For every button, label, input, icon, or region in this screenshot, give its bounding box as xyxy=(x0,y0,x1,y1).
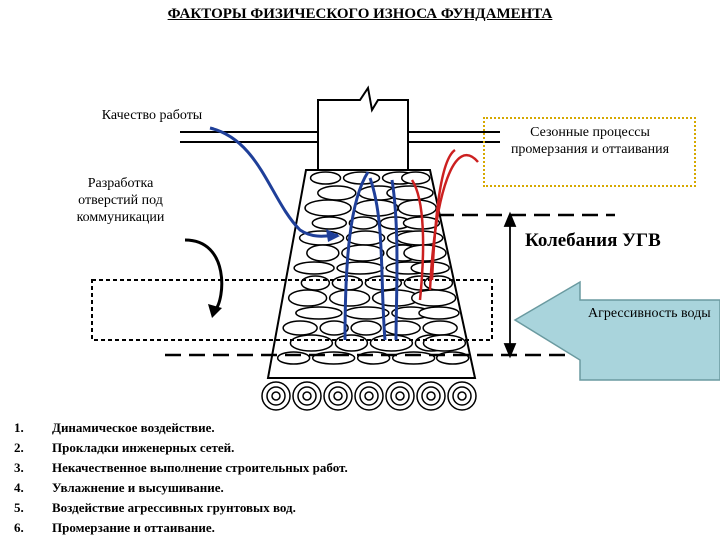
red-arrows xyxy=(410,148,479,301)
seasonal-box xyxy=(483,117,696,187)
stone xyxy=(328,289,371,307)
blue-arrows xyxy=(209,126,399,341)
stone xyxy=(383,320,421,336)
stone xyxy=(282,320,318,336)
stone xyxy=(334,334,369,352)
stone xyxy=(287,289,328,307)
openings-label: Разработка отверстий под коммуникации xyxy=(76,176,165,225)
stone xyxy=(289,334,334,352)
pile xyxy=(426,391,436,401)
page-title: ФАКТОРЫ ФИЗИЧЕСКОГО ИЗНОСА ФУНДАМЕНТА xyxy=(167,6,553,22)
stone xyxy=(348,216,379,230)
openings-arrow xyxy=(184,238,224,312)
pile xyxy=(364,391,374,401)
ugv-range-arrow xyxy=(503,211,517,359)
stone xyxy=(418,306,460,320)
stone xyxy=(293,261,335,275)
utility-zone xyxy=(91,279,493,341)
stone xyxy=(336,261,384,275)
stone xyxy=(423,275,454,291)
stone xyxy=(309,171,342,185)
stone xyxy=(410,289,457,307)
stone xyxy=(300,275,331,291)
stone xyxy=(369,334,414,352)
pile xyxy=(302,391,312,401)
stone xyxy=(319,320,349,336)
ugv-label: Колебания УГВ xyxy=(525,230,661,251)
factor-list: 1.Динамическое воздействие. 2.Прокладки … xyxy=(14,418,348,538)
stone xyxy=(306,244,340,262)
stone xyxy=(341,244,385,262)
pile xyxy=(395,391,405,401)
stone xyxy=(350,320,382,336)
stone xyxy=(422,320,458,336)
list-item: 4.Увлажнение и высушивание. xyxy=(14,480,224,495)
stone xyxy=(304,199,352,217)
stone xyxy=(403,244,447,262)
list-item: 1.Динамическое воздействие. xyxy=(14,420,215,435)
pile xyxy=(271,391,281,401)
stone xyxy=(311,216,348,230)
list-item: 6.Промерзание и оттаивание. xyxy=(14,520,215,535)
stone xyxy=(400,171,431,185)
seasonal-label: Сезонные процессы промерзания и оттаиван… xyxy=(510,125,670,157)
wall xyxy=(180,85,500,170)
pile xyxy=(457,391,467,401)
aggressive-water-arrow xyxy=(513,280,720,381)
list-item: 3.Некачественное выполнение строительных… xyxy=(14,460,348,475)
pile xyxy=(333,391,343,401)
quality-label: Качество работы xyxy=(101,108,203,123)
aggressive-label: Агрессивность воды xyxy=(588,306,711,321)
stone xyxy=(295,306,343,320)
list-item: 5.Воздействие агрессивных грунтовых вод. xyxy=(14,500,296,515)
list-item: 2.Прокладки инженерных сетей. xyxy=(14,440,235,455)
foundation-piles xyxy=(261,381,477,411)
stone xyxy=(391,351,436,365)
stone xyxy=(422,334,467,352)
stone xyxy=(317,185,357,201)
stone xyxy=(397,199,437,217)
